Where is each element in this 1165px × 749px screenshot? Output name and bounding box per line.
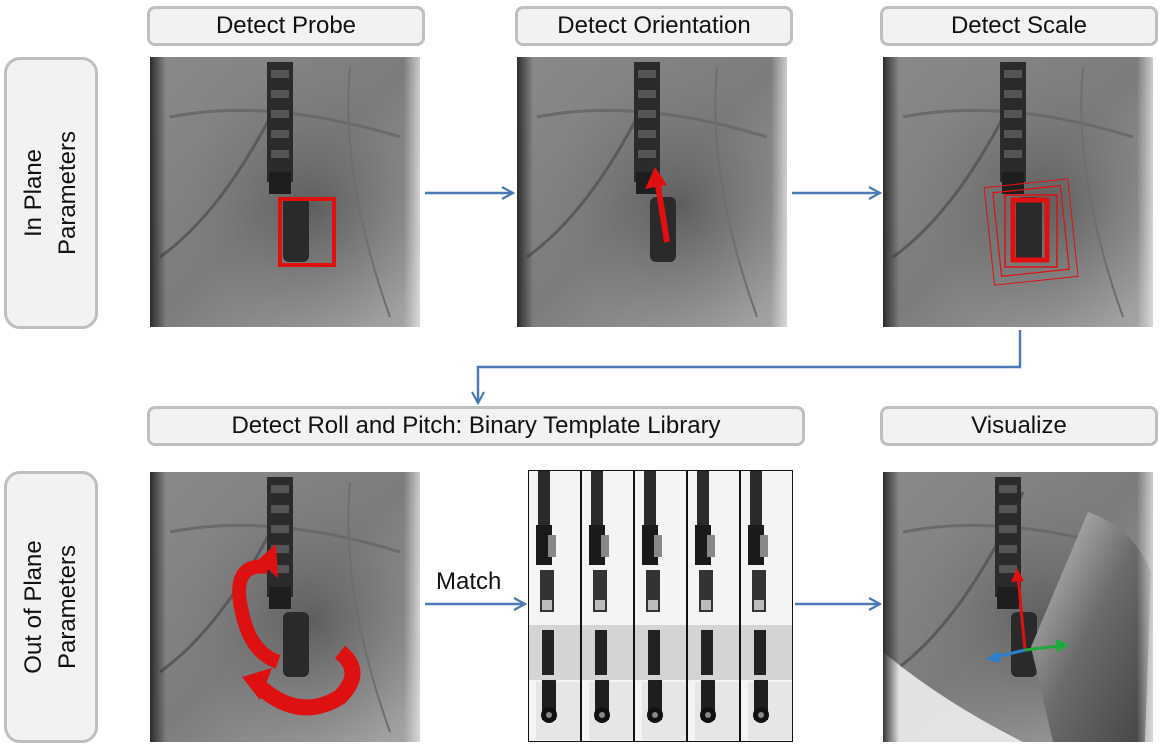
roll-pitch-image [150,472,420,742]
detect-roll-pitch-title: Detect Roll and Pitch: Binary Template L… [147,406,805,446]
match-label: Match [436,568,502,595]
binary-template-library [528,470,793,742]
detect-probe-title: Detect Probe [147,6,425,46]
arrow-scale-to-rollpitch [478,330,1022,403]
detect-scale-image [883,57,1153,327]
visualize-image [883,472,1153,742]
detect-probe-image [150,57,420,327]
detect-orientation-title: Detect Orientation [515,6,793,46]
visualize-title: Visualize [880,406,1158,446]
detect-scale-title: Detect Scale [880,6,1158,46]
detect-orientation-image [517,57,787,327]
in-plane-row-label: In Plane Parameters [4,57,98,329]
out-of-plane-row-label: Out of Plane Parameters [4,471,98,743]
